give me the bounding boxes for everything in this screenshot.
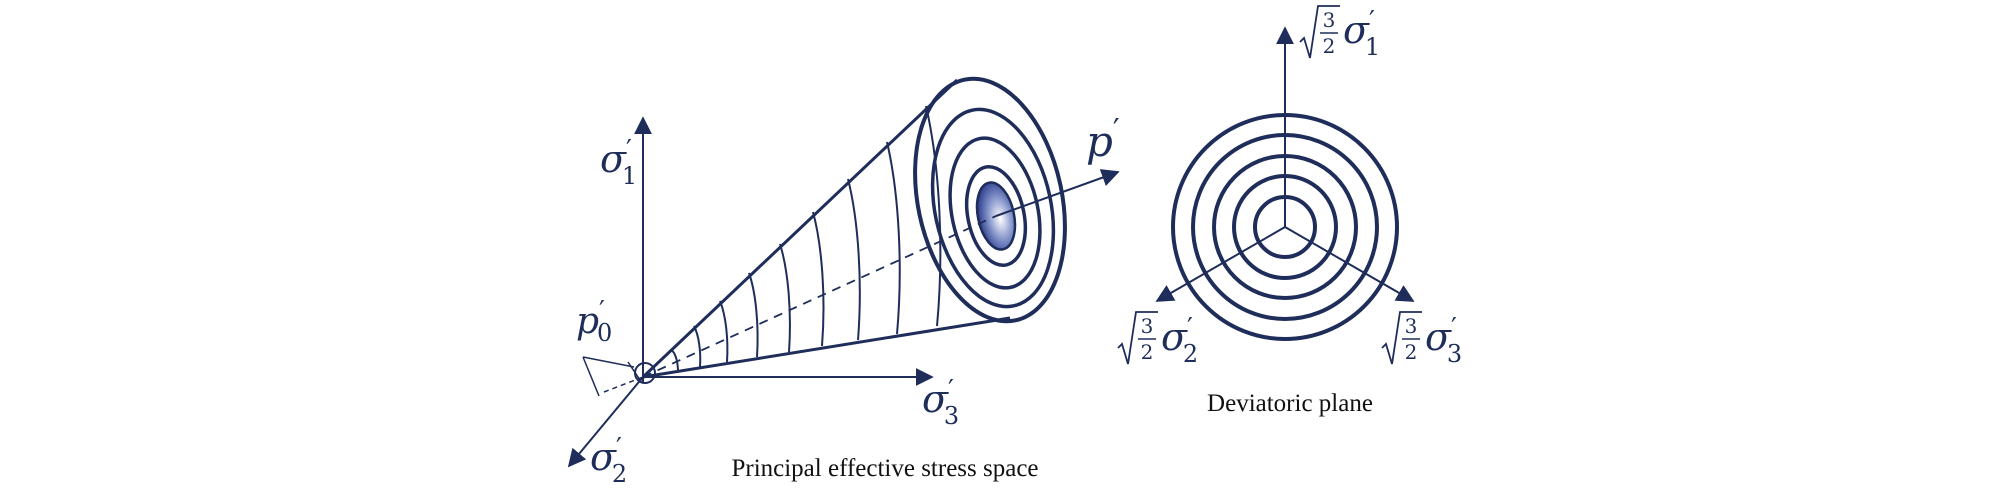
cone-outline-top [641,78,959,379]
svg-text:3: 3 [1405,314,1418,338]
dev-axis-sigma3 [1284,226,1415,302]
cone-tip-circle [634,362,656,384]
deviatoric-plane-caption: Deviatoric plane [1207,390,1373,417]
sigma3-label: σ′3 [922,375,959,430]
svg-text:2: 2 [1141,340,1154,364]
p0-label: p′0 [576,296,612,347]
sigma2-label: σ′2 [590,433,627,488]
svg-text:σ′3: σ′3 [1425,313,1462,368]
svg-text:σ′2: σ′2 [1161,313,1198,368]
dev-axis-sigma2 [1155,226,1286,302]
p-axis-dashed [642,215,997,378]
svg-text:2: 2 [1405,340,1418,364]
p-label: p′ [1086,113,1120,166]
stress-space-caption: Principal effective stress space [731,455,1038,482]
svg-text:3: 3 [1323,8,1336,32]
svg-text:σ′1: σ′1 [1343,6,1380,61]
sigma1-label: σ′1 [600,135,637,190]
p0-dimension-tick-right [627,361,643,384]
p0-dimension-line [582,356,635,368]
cone-cross-sections [669,105,942,371]
svg-text:2: 2 [1323,34,1336,58]
dev-label-sigma2: 3 2 σ′2 [1117,311,1198,368]
p0-dimension-tick-left [582,356,600,397]
sigma2-axis [567,376,644,468]
p0-dimension-dashed [603,376,644,393]
dev-label-sigma3: 3 2 σ′3 [1381,311,1462,368]
dev-label-sigma1: 3 2 σ′1 [1299,5,1380,61]
svg-text:3: 3 [1141,314,1154,338]
deviatoric-circles [1171,113,1399,341]
cone-outline-bottom [642,316,1011,379]
deviatoric-plane-diagram: 3 2 σ′1 3 2 σ′2 3 2 σ′3 Dev [1117,5,1462,417]
stress-space-diagram: σ′1 σ′2 σ′3 p′ p′0 Principal effective s… [567,76,1120,488]
cone-end-face [913,76,1067,324]
p-axis-solid [995,169,1120,217]
